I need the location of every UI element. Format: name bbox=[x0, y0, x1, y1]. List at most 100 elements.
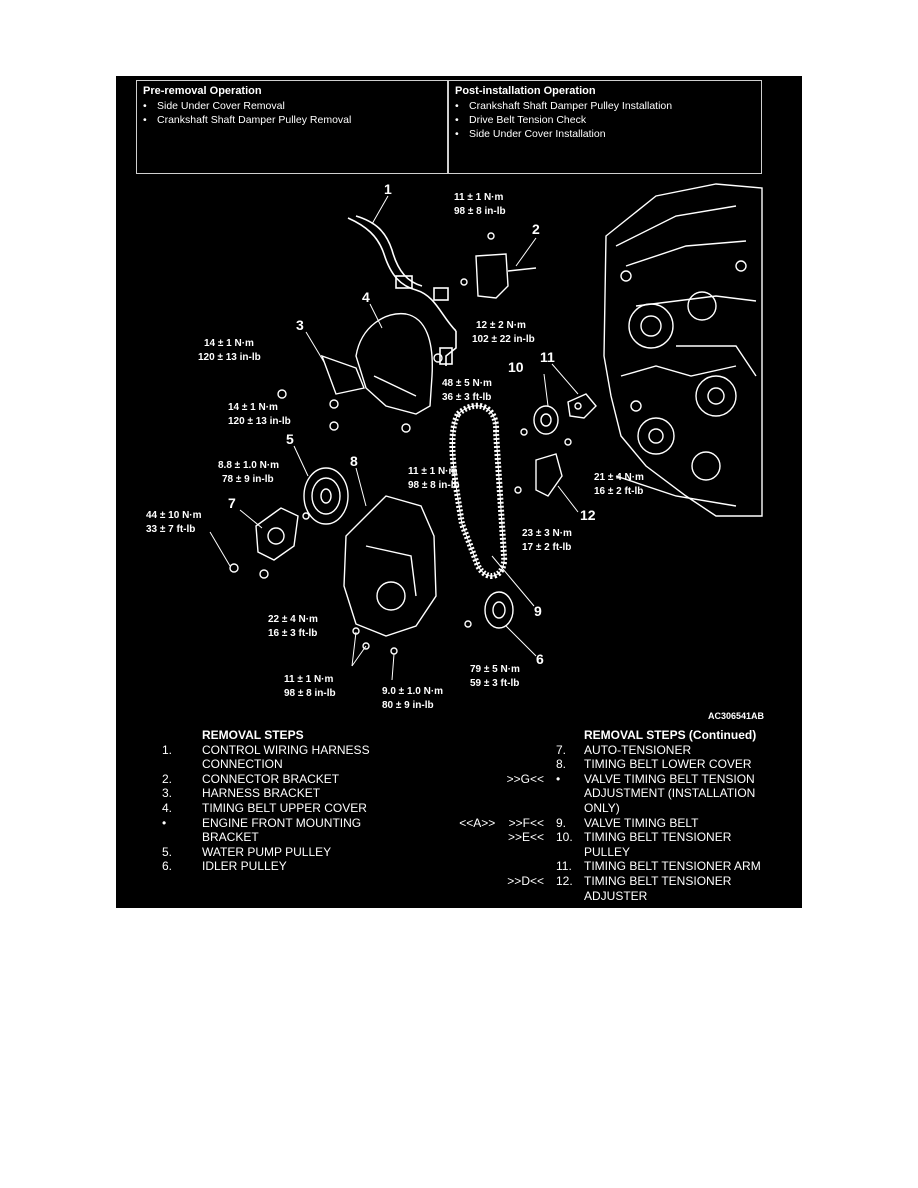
exploded-diagram: 1 2 3 4 5 6 7 8 9 10 11 12 11 ± 1 N·m 98… bbox=[146, 181, 765, 721]
step-text: ONLY) bbox=[584, 800, 620, 815]
step-text: IDLER PULLEY bbox=[202, 859, 287, 874]
torque-spec: 98 ± 8 in-lb bbox=[284, 688, 336, 699]
water-pump-pulley bbox=[302, 467, 349, 525]
pre-removal-item: Crankshaft Shaft Damper Pulley Removal bbox=[143, 113, 447, 127]
step-text: TIMING BELT TENSIONER ARM bbox=[584, 859, 761, 874]
torque-spec: 8.8 ± 1.0 N·m bbox=[218, 460, 279, 471]
step-text: ENGINE FRONT MOUNTING bbox=[202, 815, 362, 830]
connector-bracket bbox=[460, 232, 537, 299]
engine-block bbox=[603, 183, 763, 517]
step-index: • bbox=[162, 815, 167, 830]
callout-1: 1 bbox=[384, 181, 392, 197]
torque-spec: 12 ± 2 N·m bbox=[476, 320, 526, 331]
step-row: >>G<< • VALVE TIMING BELT TENSION bbox=[416, 772, 796, 787]
step-index: 4. bbox=[162, 800, 173, 815]
torque-spec: 11 ± 1 N·m bbox=[454, 192, 504, 203]
step-text: TIMING BELT TENSIONER bbox=[584, 830, 732, 845]
control-wiring-harness bbox=[347, 215, 457, 366]
pre-removal-list: Side Under Cover Removal Crankshaft Shaf… bbox=[137, 99, 447, 127]
removal-steps: REMOVAL STEPS 1.CONTROL WIRING HARNESS C… bbox=[162, 728, 442, 874]
torque-spec: 48 ± 5 N·m bbox=[442, 378, 492, 389]
step-text: HARNESS BRACKET bbox=[202, 786, 321, 801]
step-index: 8. bbox=[556, 757, 567, 772]
callout-8: 8 bbox=[350, 453, 358, 469]
timing-belt-lower-cover bbox=[343, 495, 437, 655]
removal-steps-continued: REMOVAL STEPS (Continued) 7. AUTO-TENSION… bbox=[416, 728, 796, 903]
callout-7: 7 bbox=[228, 495, 236, 511]
step-index: 6. bbox=[162, 859, 173, 874]
torque-spec: 120 ± 13 in-lb bbox=[228, 416, 291, 427]
tensioner-assembly bbox=[514, 393, 597, 497]
post-installation-list: Crankshaft Shaft Damper Pulley Installat… bbox=[449, 99, 761, 141]
step-index: 9. bbox=[556, 815, 567, 830]
step-row: >>D<<12.TIMING BELT TENSIONER bbox=[416, 874, 796, 889]
valve-timing-belt bbox=[449, 402, 508, 579]
torque-spec: 44 ± 10 N·m bbox=[146, 510, 202, 521]
torque-spec: 59 ± 3 ft-lb bbox=[470, 678, 519, 689]
post-installation-item: Drive Belt Tension Check bbox=[455, 113, 761, 127]
torque-spec: 9.0 ± 1.0 N·m bbox=[382, 686, 443, 697]
step-reference-mark: >>D<< bbox=[507, 873, 544, 888]
callout-6: 6 bbox=[536, 651, 544, 667]
step-row: 3. HARNESS BRACKET bbox=[162, 786, 442, 801]
torque-spec: 21 ± 4 N·m bbox=[594, 472, 644, 483]
figure-code: AC306541AB bbox=[708, 711, 765, 721]
step-row: 8. TIMING BELT LOWER COVER bbox=[416, 757, 796, 772]
torque-spec: 33 ± 7 ft-lb bbox=[146, 524, 195, 535]
step-index: 12. bbox=[556, 873, 573, 888]
torque-spec: 16 ± 3 ft-lb bbox=[268, 628, 317, 639]
pre-removal-box: Pre-removal Operation Side Under Cover R… bbox=[136, 80, 448, 174]
torque-spec: 11 ± 1 N·m bbox=[408, 466, 458, 477]
step-row: <<A>> >>F<< 9. VALVE TIMING BELT bbox=[416, 816, 796, 831]
step-row: 4. TIMING BELT UPPER COVER bbox=[162, 801, 442, 816]
step-reference-mark: <<A>> >>F<< bbox=[459, 815, 544, 830]
callout-9: 9 bbox=[534, 603, 542, 619]
removal-steps-continued-title: REMOVAL STEPS (Continued) bbox=[584, 728, 757, 742]
step-text: TIMING BELT UPPER COVER bbox=[202, 800, 367, 815]
step-text: BRACKET bbox=[202, 830, 259, 845]
step-text: VALVE TIMING BELT TENSION bbox=[584, 771, 755, 786]
pre-removal-item: Side Under Cover Removal bbox=[143, 99, 447, 113]
post-installation-title: Post-installation Operation bbox=[455, 85, 596, 97]
step-row: 11.TIMING BELT TENSIONER ARM bbox=[416, 859, 796, 874]
torque-spec: 120 ± 13 in-lb bbox=[198, 352, 261, 363]
step-index: 10. bbox=[556, 830, 573, 845]
idler-pulley bbox=[464, 591, 514, 629]
step-row: 1.CONTROL WIRING HARNESS bbox=[162, 743, 442, 758]
step-text: CONNECTOR BRACKET bbox=[202, 771, 340, 786]
step-text: ADJUSTMENT (INSTALLATION bbox=[584, 786, 756, 801]
step-index: 2. bbox=[162, 771, 173, 786]
callout-numbers: 1 2 3 4 5 6 7 8 9 10 11 12 bbox=[228, 181, 596, 667]
torque-spec: 98 ± 8 in-lb bbox=[454, 206, 506, 217]
post-installation-box: Post-installation Operation Crankshaft S… bbox=[448, 80, 762, 174]
step-text: AUTO-TENSIONER bbox=[584, 742, 692, 757]
step-index: 3. bbox=[162, 786, 173, 801]
torque-spec: 98 ± 8 in-lb bbox=[408, 480, 460, 491]
step-index: 7. bbox=[556, 742, 567, 757]
leader-lines bbox=[209, 195, 579, 681]
callout-4: 4 bbox=[362, 289, 370, 305]
post-installation-item: Side Under Cover Installation bbox=[455, 127, 761, 141]
step-text: ADJUSTER bbox=[584, 888, 648, 903]
step-text: CONNECTION bbox=[202, 757, 283, 772]
torque-spec: 79 ± 5 N·m bbox=[470, 664, 520, 675]
step-text: PULLEY bbox=[584, 844, 631, 859]
callout-3: 3 bbox=[296, 317, 304, 333]
torque-spec: 14 ± 1 N·m bbox=[228, 402, 278, 413]
torque-spec: 78 ± 9 in-lb bbox=[222, 474, 274, 485]
auto-tensioner bbox=[229, 507, 299, 579]
step-text: VALVE TIMING BELT bbox=[584, 815, 699, 830]
service-figure: Pre-removal Operation Side Under Cover R… bbox=[116, 76, 802, 908]
step-row: • ENGINE FRONT MOUNTING bbox=[162, 816, 442, 831]
callout-11: 11 bbox=[540, 349, 555, 365]
step-reference-mark: >>G<< bbox=[506, 771, 544, 786]
step-row: 5.WATER PUMP PULLEY bbox=[162, 845, 442, 860]
step-row: 6. IDLER PULLEY bbox=[162, 859, 442, 874]
step-index: • bbox=[556, 771, 561, 786]
torque-specs: 11 ± 1 N·m 98 ± 8 in-lb 12 ± 2 N·m 102 ±… bbox=[146, 192, 644, 711]
step-text: WATER PUMP PULLEY bbox=[202, 844, 332, 859]
timing-belt-upper-cover bbox=[277, 312, 443, 433]
torque-spec: 22 ± 4 N·m bbox=[268, 614, 318, 625]
step-text: TIMING BELT LOWER COVER bbox=[584, 757, 752, 772]
torque-spec: 80 ± 9 in-lb bbox=[382, 700, 434, 711]
